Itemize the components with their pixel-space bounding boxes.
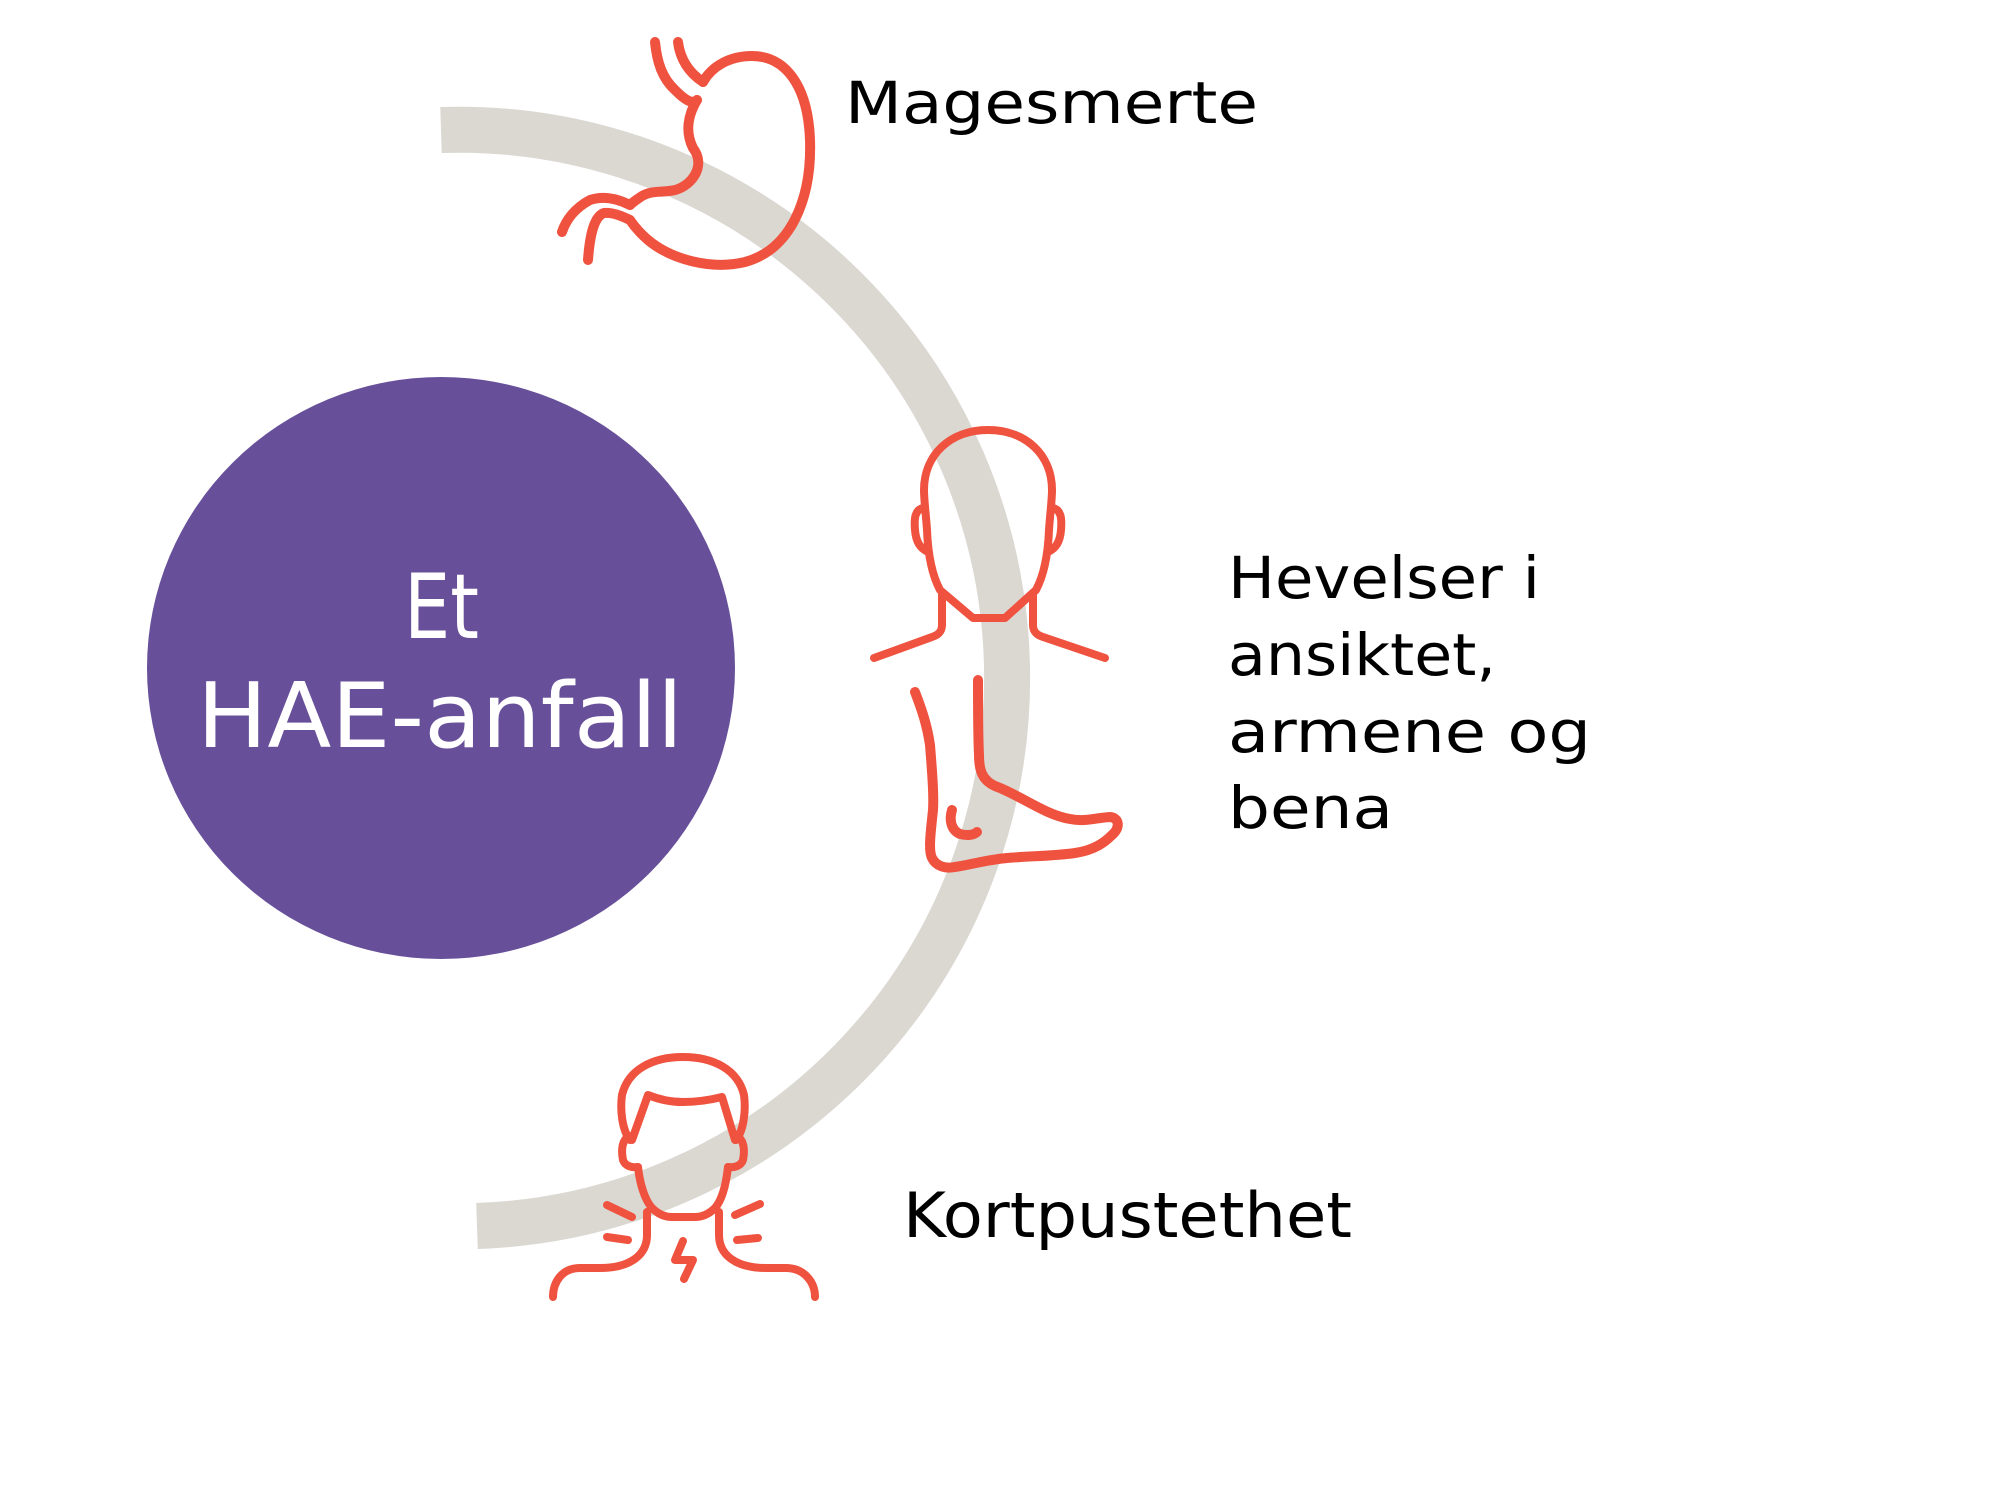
label-kortpustethet: Kortpustethet bbox=[903, 1179, 1352, 1252]
label-swelling-line-3: armene og bbox=[1228, 698, 1591, 766]
center-circle bbox=[147, 377, 735, 959]
center-node: Et HAE-anfall bbox=[147, 377, 735, 959]
symptom-label-swelling: Hevelser i ansiktet, armene og bena bbox=[1228, 544, 1591, 842]
connector-arc bbox=[440, 106, 1031, 1249]
label-swelling-line-4: bena bbox=[1228, 774, 1393, 842]
foot-swelling-icon bbox=[910, 675, 1123, 873]
label-swelling-line-2: ansiktet, bbox=[1228, 621, 1496, 689]
throat-breathing-icon bbox=[549, 1053, 819, 1301]
face-swelling-icon bbox=[870, 426, 1109, 662]
label-swelling-line-1: Hevelser i bbox=[1228, 544, 1540, 612]
center-title-line2: HAE-anfall bbox=[197, 664, 683, 769]
stomach-icon bbox=[557, 37, 816, 270]
label-magesmerte: Magesmerte bbox=[845, 69, 1258, 137]
center-title-line1: Et bbox=[404, 555, 479, 660]
symptom-label-shortness-of-breath: Kortpustethet bbox=[903, 1179, 1352, 1252]
symptom-label-stomach-pain: Magesmerte bbox=[845, 69, 1258, 137]
